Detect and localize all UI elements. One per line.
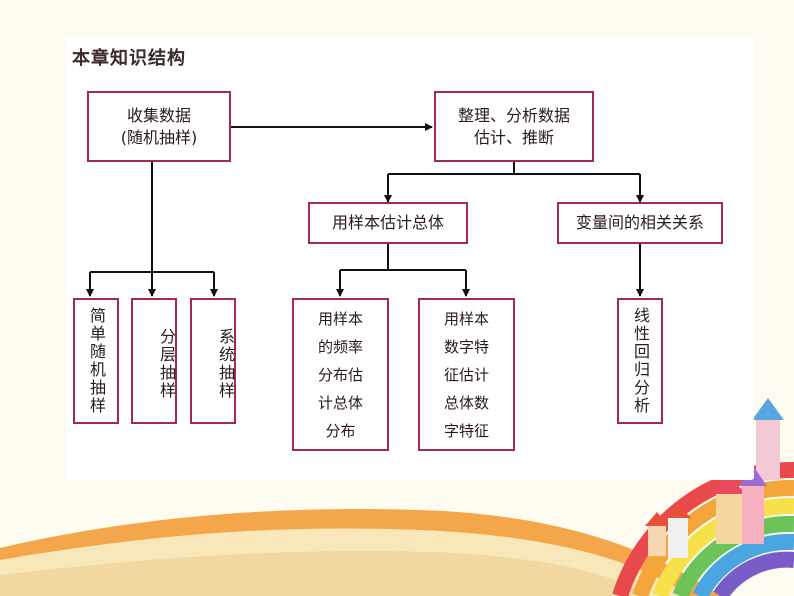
page-title: 本章知识结构	[72, 48, 186, 69]
node-simple-random-sampling: 简单随机抽样	[73, 298, 119, 424]
node-linear-regression: 线性回归分析	[617, 298, 663, 424]
freq-line-2: 的频率	[317, 337, 363, 356]
feat-line-2: 数字特	[443, 337, 489, 356]
feat-line-1: 用样本	[443, 309, 489, 328]
feat-line-5: 字特征	[443, 421, 489, 440]
node-estimate-label: 用样本估计总体	[331, 213, 444, 232]
node-stratified-label: 分层抽样	[157, 328, 176, 400]
wave-band-dots	[0, 550, 650, 596]
node-collect-line2: (随机抽样)	[120, 127, 198, 147]
node-collect-data: 收集数据 (随机抽样)	[87, 91, 231, 162]
node-numeric-features: 用样本 数字特 征估计 总体数 字特征	[418, 298, 515, 451]
node-simple-label: 简单随机抽样	[87, 307, 106, 415]
node-correlation-label: 变量间的相关关系	[575, 213, 704, 232]
node-estimate-population: 用样本估计总体	[308, 202, 468, 244]
feat-line-3: 征估计	[443, 365, 489, 384]
freq-line-4: 计总体	[317, 393, 363, 412]
freq-line-5: 分布	[325, 421, 356, 440]
node-frequency-distribution: 用样本 的频率 分布估 计总体 分布	[292, 298, 389, 451]
node-variable-correlation: 变量间的相关关系	[557, 202, 723, 244]
node-regression-label: 线性回归分析	[631, 307, 650, 415]
node-organize-line1: 整理、分析数据	[457, 105, 570, 125]
node-organize-analyze: 整理、分析数据 估计、推断	[434, 91, 594, 162]
node-systematic-sampling: 系统抽样	[190, 298, 236, 424]
node-organize-line2: 估计、推断	[473, 127, 554, 147]
node-systematic-label: 系统抽样	[216, 328, 235, 400]
node-collect-line1: 收集数据	[126, 105, 191, 125]
freq-line-3: 分布估	[317, 365, 363, 384]
node-stratified-sampling: 分层抽样	[131, 298, 177, 424]
feat-line-4: 总体数	[443, 393, 489, 412]
castle-icon	[645, 398, 784, 558]
freq-line-1: 用样本	[317, 309, 363, 328]
